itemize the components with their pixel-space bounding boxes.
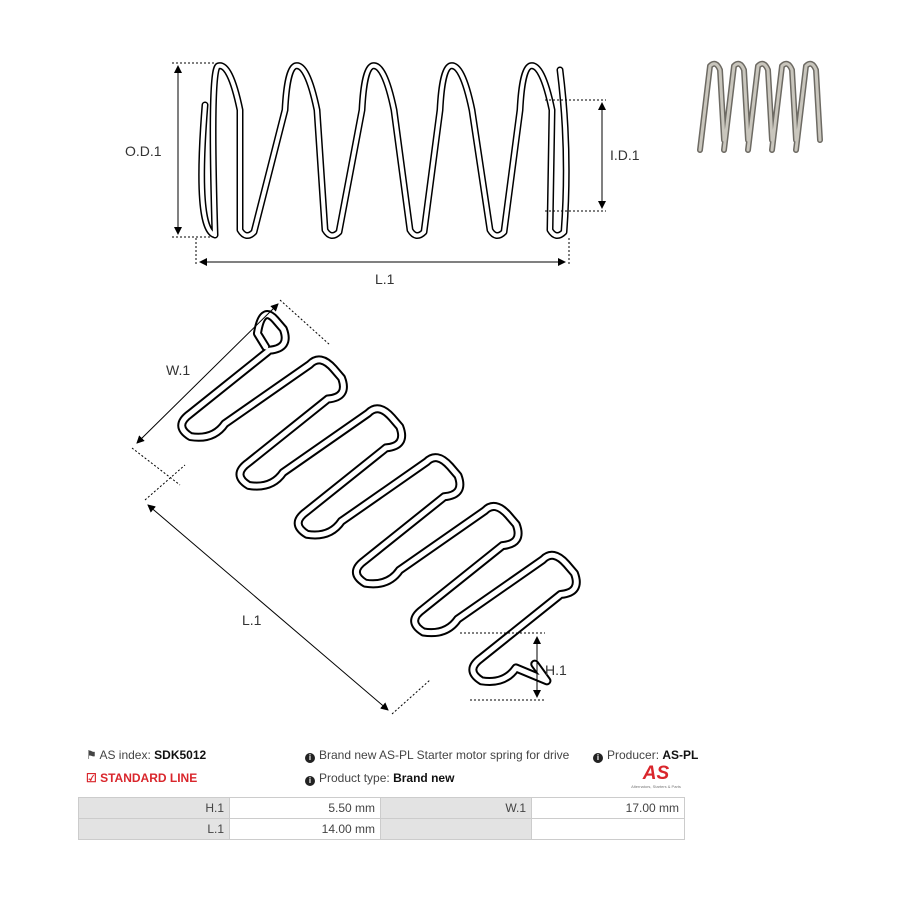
table-row: L.1 14.00 mm bbox=[78, 818, 685, 840]
standard-line-badge: ☑ STANDARD LINE bbox=[86, 771, 198, 785]
spring-coil bbox=[199, 63, 569, 238]
top-dimension-lines bbox=[172, 62, 606, 266]
od-label: O.D.1 bbox=[125, 143, 162, 159]
top-length-label: L.1 bbox=[375, 271, 395, 287]
spring-photo bbox=[697, 60, 823, 153]
spring-coil bbox=[198, 62, 570, 239]
top-spring-drawing bbox=[198, 62, 570, 239]
photo-coil bbox=[698, 62, 822, 152]
width-label: W.1 bbox=[166, 362, 191, 378]
height-label: H.1 bbox=[545, 662, 567, 678]
info-icon: i bbox=[305, 753, 315, 763]
tag-icon: ⚑ bbox=[86, 748, 97, 762]
spring-drawings bbox=[131, 60, 823, 715]
id-label: I.D.1 bbox=[610, 147, 640, 163]
specs-table: H.1 5.50 mm W.1 17.00 mm L.1 14.00 mm bbox=[78, 797, 685, 840]
checkbox-icon: ☑ bbox=[86, 771, 97, 785]
as-index: ⚑ AS index: SDK5012 bbox=[86, 748, 207, 762]
bottom-spring-drawing bbox=[177, 310, 581, 686]
info-icon: i bbox=[305, 776, 315, 786]
as-pl-logo: AS Alternators, Starters & Parts bbox=[631, 763, 681, 790]
spring-coil bbox=[179, 312, 579, 684]
bottom-dimension-lines bbox=[131, 299, 545, 715]
bottom-length-label: L.1 bbox=[242, 612, 262, 628]
info-icon: i bbox=[593, 753, 603, 763]
table-row: H.1 5.50 mm W.1 17.00 mm bbox=[78, 797, 685, 819]
as-index-value: SDK5012 bbox=[154, 748, 207, 762]
